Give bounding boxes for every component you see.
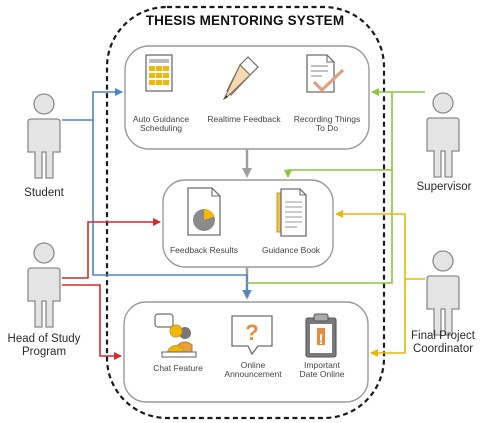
supervisor-label-text: Supervisor bbox=[416, 181, 472, 193]
important-date-line1: Important bbox=[304, 360, 340, 370]
coordinator-arrow-to-middle bbox=[335, 210, 425, 280]
recording-line1: Recording Things bbox=[293, 114, 361, 124]
guidance-book-icon bbox=[276, 188, 307, 237]
supervisor-arrow-to-middle bbox=[284, 92, 393, 178]
head-of-study-program-actor-icon bbox=[27, 242, 61, 328]
checklist-icon bbox=[306, 54, 345, 93]
chat-feature-label: Chat Feature bbox=[146, 363, 210, 373]
head-label-line1: Head of Study bbox=[7, 333, 81, 345]
announcement-mark: ? bbox=[245, 320, 258, 345]
diagram-title: THESIS MENTORING SYSTEM bbox=[145, 13, 345, 28]
head-of-study-program-label: Head of Study Program bbox=[2, 333, 86, 358]
coordinator-label-line2: Coordinator bbox=[412, 342, 474, 355]
supervisor-arrow-to-bottom bbox=[247, 170, 393, 284]
feedback-results-text: Feedback Results bbox=[169, 245, 239, 255]
important-date-online-label: Important Date Online bbox=[290, 360, 354, 380]
guidance-book-text: Guidance Book bbox=[261, 245, 321, 255]
important-mark: ! bbox=[319, 331, 324, 348]
student-actor-icon bbox=[27, 93, 61, 179]
coordinator-label-line1: Final Project bbox=[411, 330, 475, 342]
final-project-coordinator-label: Final Project Coordinator bbox=[402, 330, 484, 355]
online-announcement-line1: Online bbox=[240, 360, 266, 370]
student-label-text: Student bbox=[24, 187, 64, 199]
coordinator-arrow-to-bottom bbox=[370, 279, 406, 357]
recording-line2: To Do bbox=[315, 123, 339, 134]
auto-guidance-line1: Auto Guidance bbox=[132, 114, 190, 124]
head-label-line2: Program bbox=[21, 345, 67, 358]
online-announcement-line2: Announcement bbox=[224, 369, 282, 380]
final-project-coordinator-actor-icon bbox=[426, 250, 460, 336]
calendar-icon bbox=[145, 54, 173, 92]
chat-feature-text: Chat Feature bbox=[153, 363, 203, 373]
system-boundary bbox=[105, 5, 386, 420]
feedback-results-label: Feedback Results bbox=[166, 245, 242, 255]
realtime-feedback-label: Realtime Feedback bbox=[202, 114, 286, 124]
head-arrow-to-middle bbox=[62, 218, 161, 279]
chat-icon bbox=[154, 313, 197, 358]
online-announcement-label: Online Announcement bbox=[218, 360, 288, 380]
head-arrow-to-bottom bbox=[62, 284, 122, 360]
important-date-line2: Date Online bbox=[299, 369, 345, 380]
realtime-feedback-text: Realtime Feedback bbox=[207, 114, 281, 124]
student-arrow-to-bottom bbox=[92, 120, 251, 298]
student-label: Student bbox=[14, 187, 74, 200]
guidance-book-label: Guidance Book bbox=[256, 245, 326, 255]
question-bubble-icon: ? bbox=[231, 315, 273, 356]
recording-things-to-do-label: Recording Things To Do bbox=[288, 114, 366, 134]
auto-guidance-scheduling-label: Auto Guidance Scheduling bbox=[128, 114, 194, 134]
supervisor-label: Supervisor bbox=[408, 181, 480, 194]
auto-guidance-line2: Scheduling bbox=[139, 123, 183, 134]
clipboard-alert-icon: ! bbox=[305, 313, 337, 358]
student-arrow-to-top bbox=[62, 88, 123, 121]
pie-chart-document-icon bbox=[187, 187, 221, 236]
pencil-icon bbox=[222, 56, 259, 101]
supervisor-actor-icon bbox=[426, 92, 460, 178]
